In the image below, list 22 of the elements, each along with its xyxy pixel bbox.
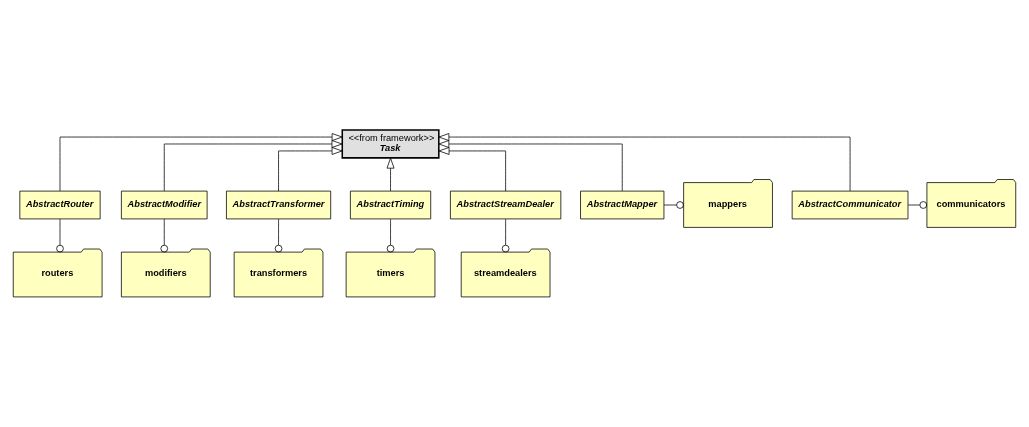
connector	[274, 218, 283, 253]
node-box: AbstractRouter	[19, 190, 101, 220]
arrow	[438, 140, 623, 192]
connector	[907, 201, 928, 209]
connector	[386, 218, 395, 253]
node-box: AbstractStreamDealer	[450, 190, 562, 220]
arrow	[278, 147, 343, 192]
arrow	[59, 133, 343, 192]
node-box: AbstractTransformer	[226, 190, 332, 220]
arrow	[163, 140, 343, 192]
node-box: AbstractModifier	[121, 190, 208, 220]
node-box: <<from framework>> Task	[341, 129, 440, 159]
node-box: AbstractTiming	[350, 190, 432, 220]
arrow	[386, 157, 395, 192]
connector	[663, 201, 684, 209]
connector	[56, 218, 64, 253]
node-box: AbstractMapper	[580, 190, 665, 220]
connector	[160, 218, 169, 253]
connector	[501, 218, 510, 253]
arrow	[438, 147, 506, 192]
node-box: AbstractCommunicator	[791, 190, 909, 220]
arrow	[438, 133, 851, 192]
